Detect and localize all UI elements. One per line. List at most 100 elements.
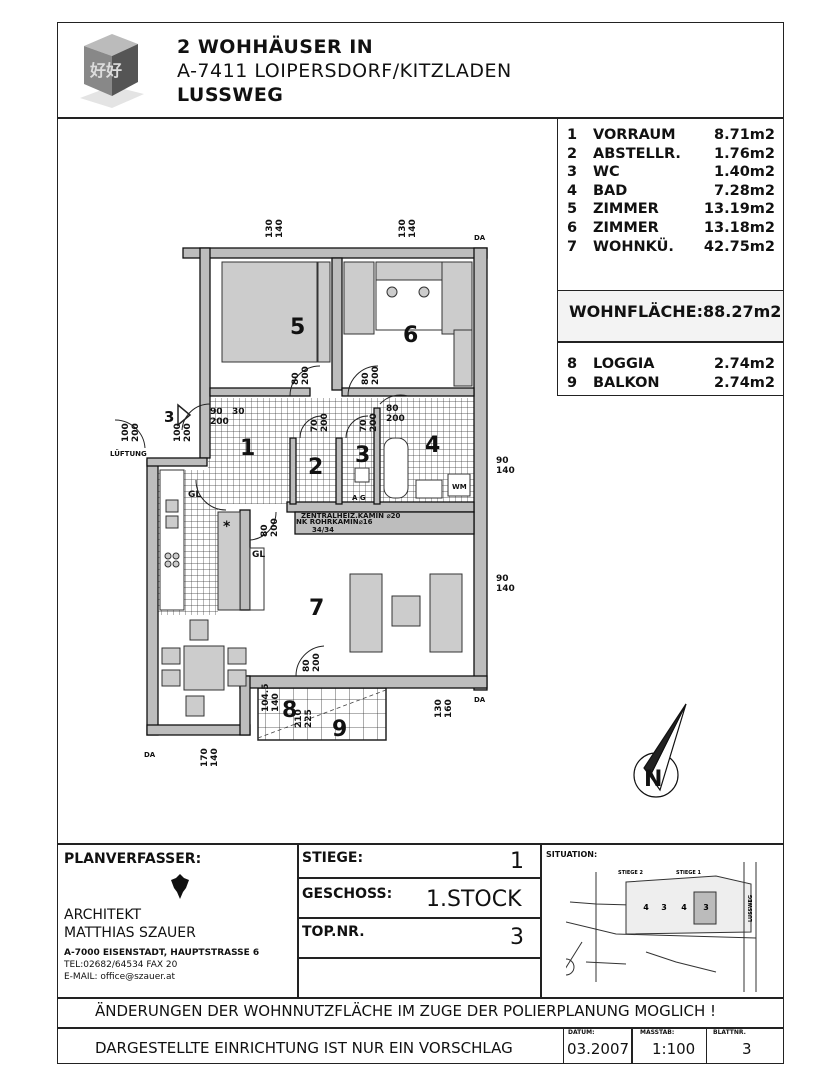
header-line-3: LUSSWEG: [177, 84, 284, 106]
dimension-win6: 130: [398, 219, 408, 238]
room-number: 3: [567, 164, 578, 181]
dimension-win6: 140: [408, 219, 418, 238]
site-street: LUSSWEG: [748, 895, 754, 922]
dimension-win_dining: 140: [210, 748, 220, 767]
site-plan-drawing: STIEGE 2 STIEGE 1 4 3 4 3 LUSSWEG: [566, 862, 757, 992]
room-area: 7.28m2: [714, 182, 775, 199]
kitchen-counter: [159, 469, 185, 611]
label-zentralheiz: ZENTRALHEIZ.KAMIN ⌀20: [301, 512, 401, 520]
notice-box: [57, 997, 784, 1029]
logo: 好好: [72, 28, 147, 108]
dimension-door5: 80: [291, 372, 301, 385]
room-area: 13.19m2: [703, 201, 775, 218]
blatt-value: 3: [742, 1040, 752, 1058]
geschoss-box: [297, 877, 542, 919]
room-name: ZIMMER: [593, 201, 659, 218]
bathtub: [383, 437, 409, 499]
entrance-marker: 3: [164, 408, 174, 426]
walls: [146, 247, 488, 736]
planverfasser-label: PLANVERFASSER:: [64, 851, 202, 867]
dimension-win5: 140: [275, 219, 285, 238]
room-number-1: 1: [240, 436, 255, 461]
room-number-3: 3: [355, 443, 370, 468]
room-area: 2.74m2: [714, 374, 775, 391]
dimension-door3: 70: [359, 419, 369, 432]
site-stiege-1: STIEGE 1: [676, 870, 702, 876]
site-unit: 3: [661, 903, 667, 912]
label-ag: A G: [352, 494, 366, 502]
site-stiege-2: STIEGE 2: [618, 870, 644, 876]
room-area: 42.75m2: [703, 238, 775, 255]
site-unit: 3: [703, 903, 709, 912]
architect-box: [57, 843, 299, 999]
room-number: 2: [567, 145, 578, 162]
room-number-2: 2: [308, 455, 323, 480]
washbasin: [415, 479, 443, 499]
label-lueftung: LÜFTUNG: [110, 449, 147, 458]
room-number: 1: [567, 127, 578, 143]
architect-name: MATTHIAS SZAUER: [64, 925, 196, 941]
situation-box: [540, 843, 784, 999]
dimension-door6: 80: [361, 372, 371, 385]
top-value: 3: [510, 925, 524, 950]
dimension-entry-t: 30: [232, 407, 245, 417]
room-name: VORRAUM: [593, 127, 676, 143]
dimension-stair1: 200: [131, 423, 141, 442]
label-nk-rohrkamin: NK ROHRKAMIN⌀16: [296, 518, 373, 526]
architect-title: ARCHITEKT: [64, 907, 142, 923]
datum-value: 03.2007: [567, 1040, 630, 1058]
dimension-door6: 200: [371, 366, 381, 385]
room-name: LOGGIA: [593, 356, 655, 372]
north-arrow-icon: N: [633, 703, 687, 798]
sofa-left: [349, 573, 383, 653]
datum-label: DATUM:: [568, 1029, 595, 1036]
stiege-box: [297, 843, 542, 879]
room-area: 13.18m2: [703, 219, 775, 236]
label-da-3: DA: [144, 751, 156, 759]
dimension-loggia: 104.5: [261, 684, 271, 712]
situation-label: SITUATION:: [546, 850, 598, 859]
plan-box: [57, 117, 784, 845]
room-number-5: 5: [290, 315, 305, 340]
room-list-item: 5 ZIMMER 13.19m2: [567, 201, 779, 220]
architect-email[interactable]: E-MAIL: office@szauer.at: [64, 972, 176, 982]
dimension-win_bad: 90: [496, 456, 509, 466]
dimension-door7: 80: [302, 659, 312, 672]
datum-box: [563, 1027, 633, 1064]
room-list-item: 1 VORRAUM 8.71m2: [567, 127, 779, 146]
footer-box: [57, 1027, 784, 1064]
architect-address: A-7000 EISENSTADT, HAUPTSTRASSE 6: [64, 948, 260, 958]
austrian-eagle-icon: [170, 872, 190, 900]
dimension-door2: 70: [310, 419, 320, 432]
dimension-win_bad: 140: [496, 466, 515, 476]
toilet: [354, 467, 370, 483]
room-number: 5: [567, 201, 578, 218]
dimension-loggia2: 225: [304, 709, 314, 728]
header-line-1: 2 WOHHÄUSER IN: [177, 36, 374, 58]
room-area: 8.71m2: [714, 127, 775, 143]
label-gl-2: GL: [252, 550, 265, 560]
room-name: ZIMMER: [593, 219, 659, 236]
label-nk-size: 34/34: [312, 526, 334, 534]
dimension-win7: 140: [496, 584, 515, 594]
bed-room-5: [221, 261, 318, 363]
sofa-right: [429, 573, 463, 653]
stiege-label: STIEGE:: [302, 850, 364, 866]
dimension-door_kitchen: 80: [260, 524, 270, 537]
dimension-stair2: 200: [183, 423, 193, 442]
svg-text:N: N: [644, 767, 662, 792]
dimension-door2: 200: [320, 413, 330, 432]
room-number-6: 6: [403, 323, 418, 348]
room-name: ABSTELLR.: [593, 145, 681, 162]
masstab-value: 1:100: [652, 1040, 696, 1058]
site-unit: 4: [643, 903, 649, 912]
living-area-total: WOHNFLÄCHE:88.27m2: [569, 302, 782, 321]
room-name: BALKON: [593, 374, 660, 391]
stiege-value: 1: [510, 849, 524, 874]
